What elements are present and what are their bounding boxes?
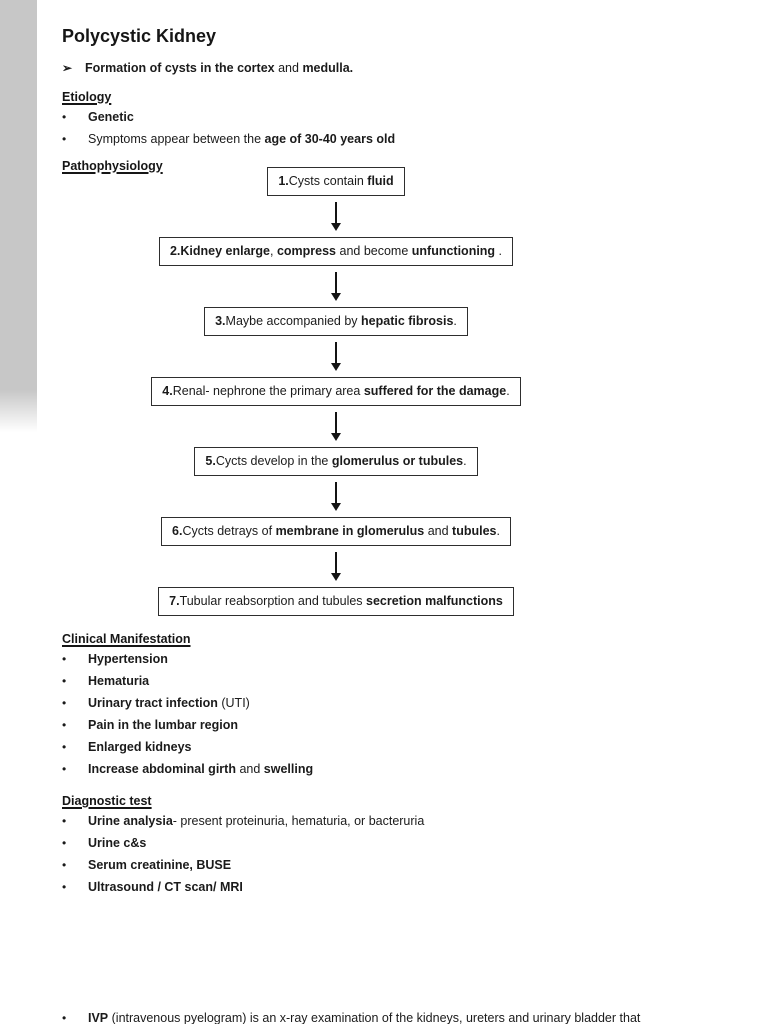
list-item-text: Pain in the lumbar region xyxy=(88,718,239,732)
section-clinical-manifestation: Clinical Manifestation • Hypertension • Hem… xyxy=(62,631,728,780)
bullet-icon: • xyxy=(62,110,67,124)
bullet-icon: • xyxy=(62,652,67,666)
section-etiology: Etiology • Genetic • Symptoms appear betwee… xyxy=(62,89,728,150)
intro-line: ➢ Formation of cysts in the cortex and m… xyxy=(62,60,728,77)
list-item: • Symptoms appear between the age of 30-4… xyxy=(62,129,728,150)
bullet-icon: • xyxy=(62,858,67,872)
down-arrow-icon xyxy=(331,272,341,301)
flow-box: 7.Tubular reabsorption and tubules secre… xyxy=(158,587,514,616)
clinical-list: • Hypertension • Hematuria • Urinary tract in… xyxy=(62,649,728,780)
list-item: • Urine analysia- present proteinuria, he… xyxy=(62,811,728,832)
down-arrow-icon xyxy=(331,202,341,231)
list-item-text: Urinary tract infection (UTI) xyxy=(88,696,250,710)
section-pathophysiology: Pathophysiology 1.Cysts contain fluid 2.K… xyxy=(62,158,728,616)
list-item-text: Ultrasound / CT scan/ MRI xyxy=(88,880,243,894)
bullet-icon: • xyxy=(62,762,67,776)
clinical-heading: Clinical Manifestation xyxy=(62,632,191,646)
list-item: • Urinary tract infection (UTI) xyxy=(62,693,728,714)
footer-text: IVP (intravenous pyelogram) is an x-ray … xyxy=(88,1011,641,1024)
list-item-text: Serum creatinine, BUSE xyxy=(88,858,232,872)
bullet-icon: • xyxy=(62,880,67,894)
list-item-text: Hypertension xyxy=(88,652,168,666)
flow-box: 5.Cycts develop in the glomerulus or tub… xyxy=(194,447,478,476)
flow-box: 4.Renal- nephrone the primary area suffe… xyxy=(151,377,521,406)
pathophysiology-heading: Pathophysiology xyxy=(62,159,163,173)
down-arrow-icon xyxy=(331,342,341,371)
bullet-icon: • xyxy=(62,814,67,828)
list-item: • Serum creatinine, BUSE xyxy=(62,855,728,876)
bullet-icon: • xyxy=(62,696,67,710)
list-item: • Hematuria xyxy=(62,671,728,692)
list-item: • Pain in the lumbar region xyxy=(62,715,728,736)
list-item: • Increase abdominal girth and swelling xyxy=(62,759,728,780)
bullet-icon: • xyxy=(62,674,67,688)
diagnostic-list: • Urine analysia- present proteinuria, he… xyxy=(62,811,728,898)
arrow-bullet-icon: ➢ xyxy=(62,61,73,75)
diagnostic-heading: Diagnostic test xyxy=(62,794,152,808)
bullet-icon: • xyxy=(62,718,67,732)
etiology-heading: Etiology xyxy=(62,90,112,104)
flow-box: 1.Cysts contain fluid xyxy=(267,167,405,196)
list-item-text: Hematuria xyxy=(88,674,150,688)
page-title: Polycystic Kidney xyxy=(62,26,217,46)
section-diagnostic-test: Diagnostic test • Urine analysia- present… xyxy=(62,793,728,898)
list-item: • Ultrasound / CT scan/ MRI xyxy=(62,877,728,898)
flow-box: 2.Kidney enlarge, compress and become un… xyxy=(158,237,514,266)
bullet-icon: • xyxy=(62,836,67,850)
list-item: • Enlarged kidneys xyxy=(62,737,728,758)
down-arrow-icon xyxy=(331,552,341,581)
bullet-icon: • xyxy=(62,1011,67,1024)
down-arrow-icon xyxy=(331,482,341,511)
list-item-text: Symptoms appear between the age of 30-40… xyxy=(88,132,396,146)
bullet-icon: • xyxy=(62,132,67,146)
list-item-text: Enlarged kidneys xyxy=(88,740,192,754)
list-item: • Hypertension xyxy=(62,649,728,670)
bullet-icon: • xyxy=(62,740,67,754)
flow-box: 6.Cycts detrays of membrane in glomerulu… xyxy=(161,517,511,546)
scan-edge-shadow xyxy=(0,0,37,432)
etiology-list: • Genetic • Symptoms appear between the age… xyxy=(62,107,728,150)
list-item-text: Genetic xyxy=(88,110,134,124)
list-item: • Urine c&s xyxy=(62,833,728,854)
down-arrow-icon xyxy=(331,412,341,441)
list-item: • Genetic xyxy=(62,107,728,128)
footer-cutoff-line: • IVP (intravenous pyelogram) is an x-ra… xyxy=(62,1008,722,1024)
list-item-text: Increase abdominal girth and swelling xyxy=(88,762,314,776)
list-item-text: Urine c&s xyxy=(88,836,147,850)
flow-box: 3.Maybe accompanied by hepatic fibrosis. xyxy=(204,307,468,336)
intro-text: Formation of cysts in the cortex and med… xyxy=(85,61,354,75)
list-item-text: Urine analysia- present proteinuria, hem… xyxy=(88,814,425,828)
pathophysiology-flowchart: 1.Cysts contain fluid 2.Kidney enlarge, c… xyxy=(66,167,606,616)
